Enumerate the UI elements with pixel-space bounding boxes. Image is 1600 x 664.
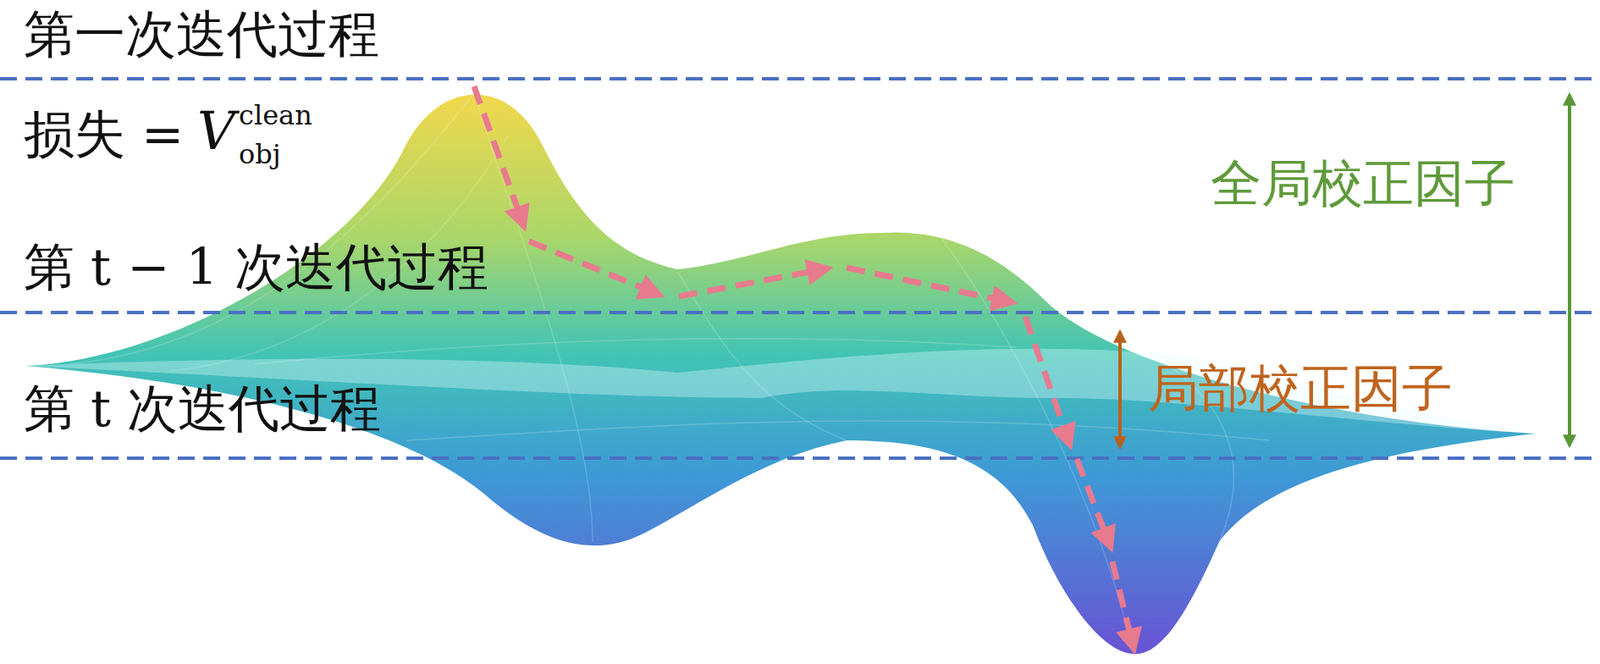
global-correction-arrow [1567,94,1572,446]
iteration-level-line [0,78,1600,458]
math-superscript: clean [238,101,313,129]
loss-label: 损失 = [23,108,184,160]
local-correction-label: 局部校正因子 [1147,362,1453,414]
descent-path [474,86,1133,645]
iteration-title: 第一次迭代过程 [23,8,380,60]
math-subscript: obj [238,140,282,168]
local-correction-arrow [1118,331,1122,447]
iteration-label: 第 t − 1 次迭代过程 [23,241,489,293]
surface-mesh [67,93,1270,652]
iteration-label: 第 t 次迭代过程 [23,382,381,434]
math-symbol: V [197,104,236,158]
surface [25,94,1536,654]
global-correction-label: 全局校正因子 [1210,157,1516,209]
